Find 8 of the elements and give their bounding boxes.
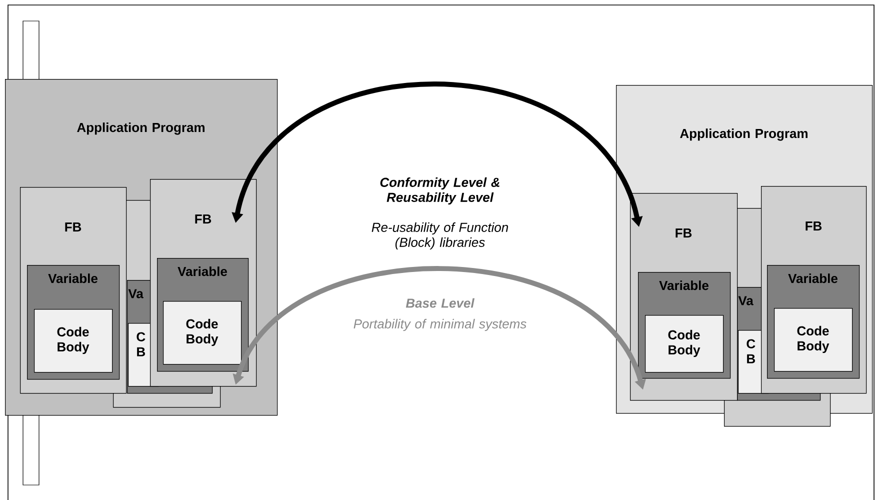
level-title: Base Level bbox=[406, 298, 475, 308]
code-body-box: Code Body bbox=[774, 308, 853, 372]
level-description: Portability of minimal systems bbox=[354, 318, 526, 332]
level-title: Conformity Level & Reusability Level bbox=[380, 177, 500, 205]
level-description: Re-usability of Function (Block) libraries bbox=[372, 222, 508, 250]
code-body-box: Code Body bbox=[34, 309, 113, 373]
code-body-box: Code Body bbox=[163, 301, 242, 365]
code-body-box: Code Body bbox=[645, 315, 724, 373]
